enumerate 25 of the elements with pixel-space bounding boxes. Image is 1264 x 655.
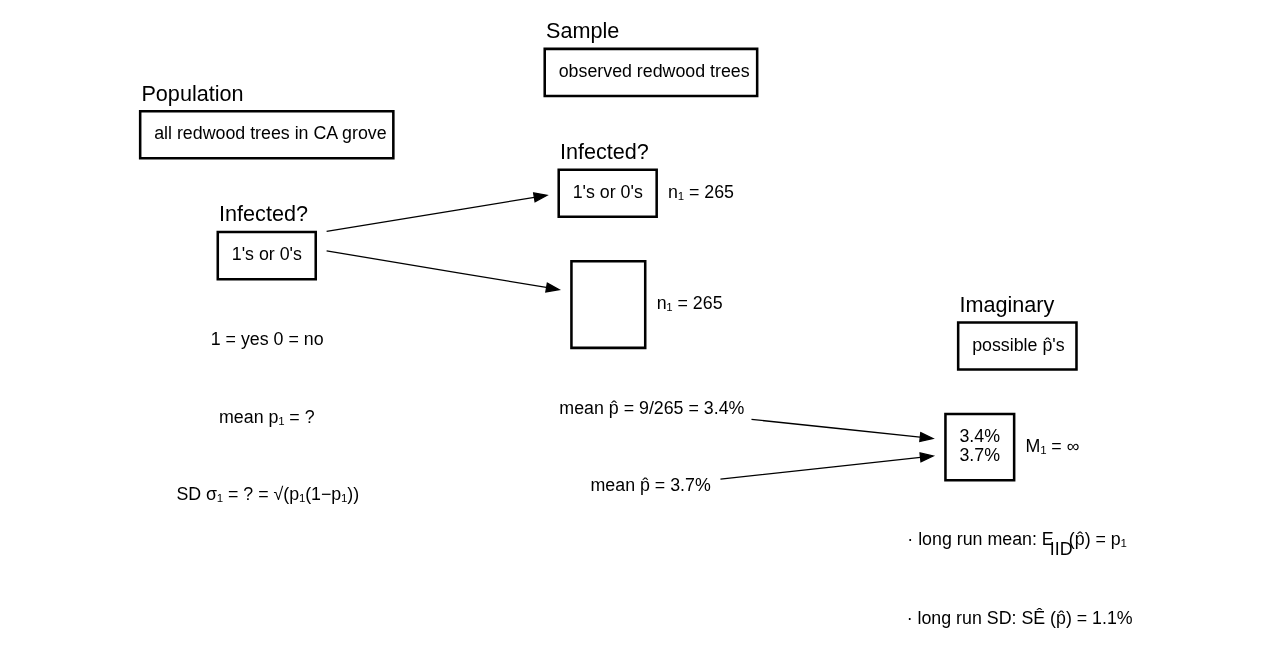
node-label: Imaginary bbox=[958, 291, 1054, 317]
label: 1 = yes 0 = no bbox=[210, 328, 324, 349]
arrow bbox=[750, 418, 935, 443]
node-label: Infected? bbox=[218, 201, 308, 227]
node-box: 3.4% 3.7% bbox=[943, 412, 1015, 482]
label: mean p₁ = ? bbox=[218, 406, 315, 427]
arrow bbox=[325, 250, 561, 293]
node-box: 1's or 0's bbox=[216, 230, 317, 281]
node-label: M₁ = ∞ bbox=[1025, 435, 1079, 456]
node-text: mean p̂ = 3.7% bbox=[590, 475, 711, 496]
node-box: all redwood trees in CA grove bbox=[138, 109, 395, 160]
node-label: Population bbox=[140, 80, 244, 106]
node-label: n₁ = 265 bbox=[656, 293, 723, 314]
label: · long run SD: SÊ (p̂) = 1.1% bbox=[906, 607, 1133, 628]
node-label: n₁ = 265 bbox=[667, 181, 734, 202]
node-box: possible p̂'s bbox=[956, 321, 1078, 371]
label: SD σ₁ = ? = √(p₁(1−p₁)) bbox=[175, 484, 359, 505]
node-text: mean p̂ = 9/265 = 3.4% bbox=[558, 397, 744, 418]
node-box: observed redwood trees bbox=[542, 47, 758, 98]
node-box bbox=[569, 260, 646, 350]
node-label: Sample bbox=[545, 18, 619, 44]
arrow bbox=[325, 192, 549, 232]
node-box: 1's or 0's bbox=[556, 168, 658, 219]
node-label: Infected? bbox=[559, 139, 649, 165]
arrow bbox=[719, 452, 935, 480]
